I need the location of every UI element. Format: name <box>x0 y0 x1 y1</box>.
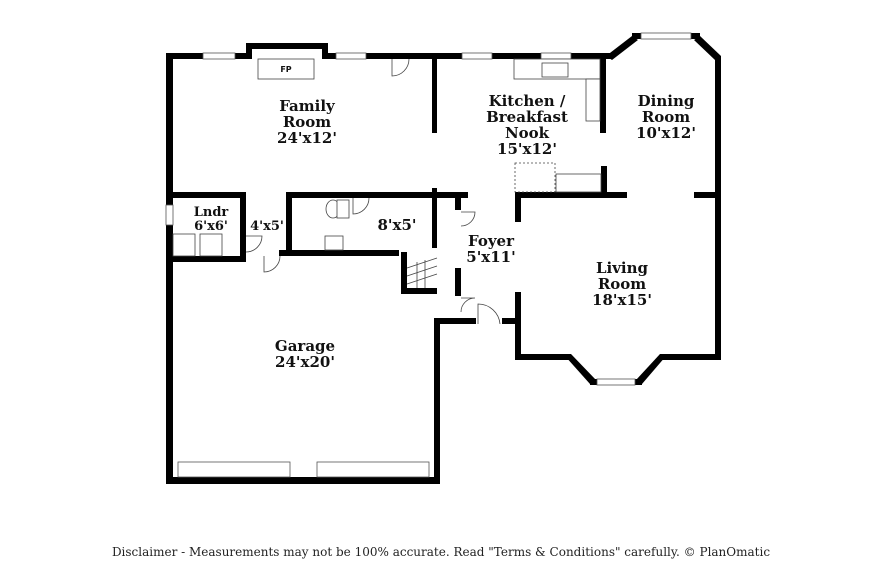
door-swing <box>245 235 263 253</box>
kitchen-size: 15'x12' <box>497 140 557 158</box>
family-room-size: 24'x12' <box>277 129 337 147</box>
wall-right <box>715 56 721 360</box>
laundry-name: Lndr <box>194 205 229 220</box>
wall-garage-right <box>434 318 440 484</box>
living-room-name-1: Living <box>596 259 649 277</box>
kitchen-name-2: Breakfast <box>486 108 568 126</box>
wall-family-kitchen <box>432 59 437 133</box>
wall-stair-left <box>401 252 407 294</box>
fireplace-label: FP <box>280 65 291 74</box>
foyer-size: 5'x11' <box>466 248 515 266</box>
wall-dining-bay-right <box>694 36 721 60</box>
fixtures <box>172 58 602 288</box>
wall-fp-left <box>246 43 252 59</box>
disclaimer-text: Disclaimer - Measurements may not be 100… <box>111 545 771 559</box>
window <box>335 52 367 60</box>
wall-dining-bay-left <box>606 36 638 60</box>
foyer-name: Foyer <box>468 232 515 250</box>
kitchen-island <box>555 173 602 193</box>
sink <box>336 199 350 219</box>
wall-hall-right <box>286 192 292 256</box>
kitchen-sink <box>541 62 569 78</box>
kitchen-name-3: Nook <box>505 124 550 142</box>
garage-name: Garage <box>275 337 335 355</box>
door-swing <box>263 255 281 273</box>
garage-size: 24'x20' <box>275 353 335 371</box>
window <box>202 52 236 60</box>
wall-stair-bottom <box>401 288 437 294</box>
wall-living-bay-right <box>636 354 666 384</box>
door-swing <box>352 197 370 215</box>
family-room-name-1: Family <box>279 97 336 115</box>
wall-foyer-closet-top <box>455 194 461 210</box>
kitchen-range <box>585 78 601 122</box>
door-swing <box>460 297 476 313</box>
wall-bath-top <box>288 192 468 198</box>
bath-size: 8'x5' <box>377 216 416 234</box>
wall-kitchen-bottom <box>515 192 627 198</box>
wall-laundry-top <box>166 192 246 198</box>
living-room-name-2: Room <box>598 275 646 293</box>
kitchen-name-1: Kitchen / <box>489 92 566 110</box>
door-swing <box>391 58 410 77</box>
wall-living-left <box>515 292 521 360</box>
wall-dining-bottom <box>694 192 721 198</box>
doors <box>245 58 501 325</box>
door-swing <box>460 211 476 227</box>
fireplace <box>257 58 315 80</box>
windows <box>165 32 692 478</box>
wall-kitchen-peninsula <box>601 166 607 196</box>
labels: FP Family Room 24'x12' Kitchen / Breakfa… <box>194 65 696 371</box>
wall-garage-bottom <box>166 477 440 484</box>
dining-room-name-2: Room <box>642 108 690 126</box>
entry-door <box>477 303 501 325</box>
wall-foyer-bottom-right <box>502 318 520 324</box>
wall-kitchen-dining <box>600 59 606 133</box>
wall-fp-top <box>246 43 328 49</box>
window <box>596 378 636 386</box>
wall-living-bottom-left <box>515 354 571 360</box>
wall-living-bottom-right <box>660 354 721 360</box>
wall-bath-bottom <box>279 250 399 256</box>
vanity <box>324 235 344 251</box>
family-room-name-2: Room <box>283 113 331 131</box>
wall-laundry-bottom <box>166 256 246 262</box>
wall-left <box>166 53 173 483</box>
garage-door <box>316 461 430 478</box>
window <box>540 52 572 60</box>
dining-room-size: 10'x12' <box>636 124 696 142</box>
stairs <box>406 257 438 288</box>
nook-area <box>514 162 556 193</box>
washer <box>172 233 196 257</box>
stair-treads <box>406 257 438 288</box>
window <box>165 204 174 226</box>
wall-laundry-right <box>240 192 246 262</box>
wall-bath-right <box>432 188 437 248</box>
wall-living-bay-left <box>565 354 596 384</box>
wall-fp-right <box>322 43 328 59</box>
window <box>461 52 493 60</box>
dryer <box>199 233 223 257</box>
wall-kitchen-left <box>515 192 521 222</box>
dining-room-name-1: Dining <box>638 92 695 110</box>
living-room-size: 18'x15' <box>592 291 652 309</box>
window <box>640 32 692 40</box>
laundry-size: 6'x6' <box>194 219 228 234</box>
hall-size: 4'x5' <box>250 219 284 234</box>
garage-door <box>177 461 291 478</box>
wall-foyer-bottom-left <box>434 318 476 324</box>
wall-foyer-closet-bottom <box>455 268 461 296</box>
